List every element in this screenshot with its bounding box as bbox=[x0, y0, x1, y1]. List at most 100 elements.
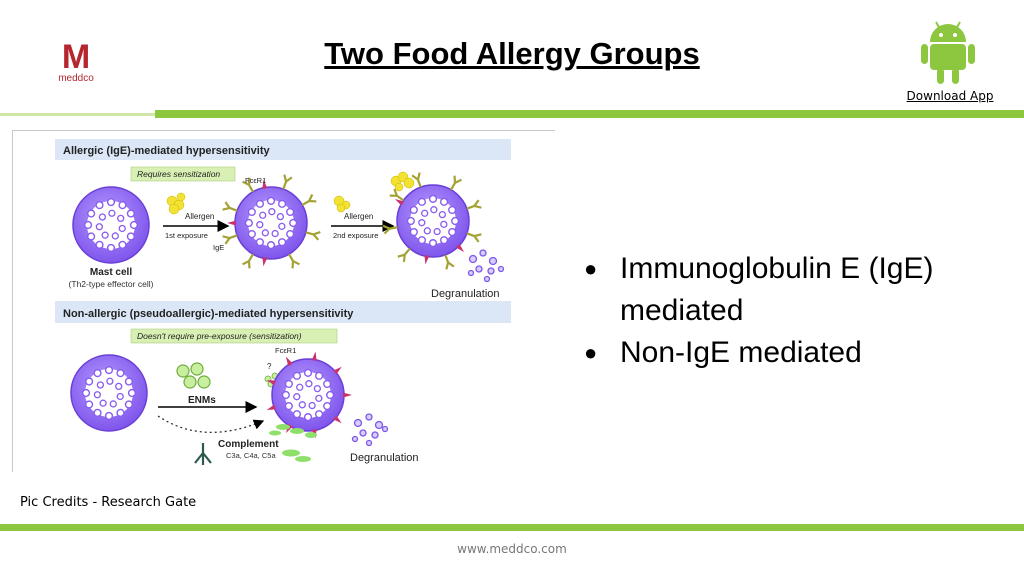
released-granule bbox=[487, 267, 495, 275]
ige-receptor bbox=[450, 175, 462, 191]
granule bbox=[93, 408, 102, 417]
granule bbox=[99, 399, 107, 407]
footer-url[interactable]: www.meddco.com bbox=[457, 542, 567, 556]
granule bbox=[323, 379, 332, 389]
released-granule bbox=[353, 418, 363, 428]
sensitized-mast-cell bbox=[222, 174, 321, 269]
allergen-1 bbox=[166, 192, 186, 215]
bullet-dot: ● bbox=[584, 256, 598, 281]
header-divider-thin bbox=[0, 113, 155, 116]
page-title: Two Food Allergy Groups bbox=[324, 36, 700, 71]
exposure1-label: 1st exposure bbox=[165, 231, 208, 240]
granule bbox=[438, 210, 447, 219]
granule bbox=[315, 394, 323, 403]
granule bbox=[303, 413, 313, 422]
exposure2-label: 2nd exposure bbox=[333, 231, 378, 240]
granule bbox=[85, 377, 94, 386]
section2-note: Doesn't require pre-exposure (sensitizat… bbox=[137, 331, 302, 341]
granule bbox=[266, 196, 276, 205]
fceri-spike bbox=[266, 379, 276, 386]
released-granule bbox=[479, 249, 487, 257]
granule bbox=[292, 371, 302, 380]
arrow-complement bbox=[157, 415, 265, 434]
granule bbox=[277, 199, 287, 208]
granule bbox=[104, 365, 114, 375]
granule bbox=[118, 201, 127, 210]
granule bbox=[326, 390, 335, 400]
granule bbox=[85, 400, 94, 409]
granule bbox=[284, 401, 293, 411]
granule bbox=[277, 238, 287, 247]
released-granule bbox=[365, 439, 373, 447]
section1-note-box bbox=[130, 166, 236, 182]
download-app-link[interactable]: Download App bbox=[906, 89, 994, 103]
granule bbox=[87, 209, 96, 218]
released-granule bbox=[467, 269, 475, 277]
released-granule bbox=[381, 425, 389, 433]
complement-icon bbox=[194, 443, 212, 465]
pic-credits: Pic Credits - Research Gate bbox=[20, 495, 197, 510]
granule bbox=[417, 236, 427, 245]
ige-receptor bbox=[282, 174, 293, 190]
granule bbox=[292, 410, 302, 419]
granule bbox=[439, 236, 449, 245]
fceri-spike bbox=[266, 404, 276, 411]
ige-receptor bbox=[288, 253, 300, 269]
granule bbox=[451, 216, 460, 226]
enms-label: ENMs bbox=[188, 395, 216, 406]
fceri-spike bbox=[227, 220, 236, 226]
ige-label: IgE bbox=[213, 243, 224, 252]
ige-receptor bbox=[242, 177, 254, 193]
granule bbox=[93, 391, 102, 399]
granule bbox=[87, 232, 96, 241]
fceri-spike bbox=[394, 199, 404, 206]
granule bbox=[247, 229, 256, 239]
released-granule bbox=[497, 265, 505, 273]
logo-letter: M bbox=[62, 38, 90, 76]
bullet-item-ige: ● Immunoglobulin E (IgE) mediated bbox=[584, 248, 1014, 332]
granule bbox=[266, 241, 276, 250]
granule bbox=[109, 400, 117, 408]
granule bbox=[106, 197, 116, 207]
allergen2-label: Allergen bbox=[344, 212, 373, 221]
android-icon[interactable] bbox=[918, 16, 978, 86]
section2-title: Non-allergic (pseudoallergic)-mediated h… bbox=[63, 308, 354, 320]
bullet-non-ige-line1: Non-IgE mediated bbox=[620, 336, 862, 369]
granule bbox=[126, 232, 135, 241]
granule bbox=[116, 369, 125, 378]
granule bbox=[286, 207, 295, 217]
granule bbox=[95, 223, 104, 231]
degranulation1-label: Degranulation bbox=[431, 288, 500, 300]
logo-text: meddco bbox=[58, 73, 94, 84]
fceri-spike bbox=[333, 366, 342, 375]
granule bbox=[126, 209, 135, 218]
question-mark: ? bbox=[267, 362, 272, 371]
section1-note: Requires sensitization bbox=[137, 169, 220, 179]
meddco-logo: M meddco bbox=[58, 38, 94, 84]
granule bbox=[439, 197, 449, 206]
bullet-ige-line2: mediated bbox=[620, 294, 744, 327]
mast-cell-sub: (Th2-type effector cell) bbox=[69, 279, 154, 289]
fceri-spike bbox=[262, 179, 268, 189]
released-granule bbox=[483, 275, 491, 283]
granule bbox=[430, 206, 438, 214]
granule bbox=[95, 240, 104, 249]
released-granule bbox=[371, 431, 379, 439]
granule bbox=[278, 222, 286, 231]
diagram-canvas: Allergic (IgE)-mediated hypersensitivity… bbox=[55, 139, 511, 465]
granule bbox=[96, 381, 105, 389]
granule bbox=[261, 229, 269, 237]
ige-receptor bbox=[305, 231, 321, 241]
granules-1 bbox=[467, 249, 505, 283]
ige-receptor bbox=[397, 247, 411, 262]
released-granule bbox=[488, 256, 498, 266]
granule bbox=[409, 205, 418, 215]
granule bbox=[433, 227, 441, 236]
fceri-spike bbox=[343, 392, 352, 398]
complement-fragments bbox=[269, 424, 317, 462]
section1-header bbox=[55, 139, 511, 160]
granule bbox=[314, 410, 324, 419]
granule bbox=[83, 220, 93, 230]
granule bbox=[106, 243, 116, 253]
section2-header bbox=[55, 301, 511, 323]
